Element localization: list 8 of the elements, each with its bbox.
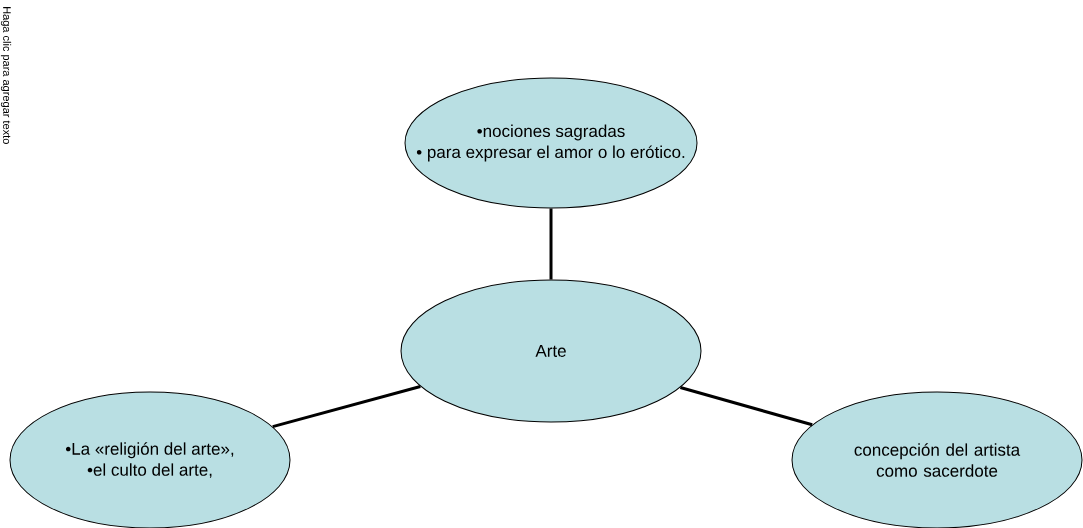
ellipse-node: Arte — [400, 279, 702, 423]
connector-line — [549, 208, 553, 280]
connector-line — [272, 385, 421, 429]
ellipse-node: concepción del artista como sacerdote — [791, 391, 1083, 528]
ellipse-node: •nociones sagradas • para expresar el amor o lo erótico. — [404, 77, 698, 209]
connector-line — [679, 386, 813, 427]
vertical-placeholder-text: Haga clic para agregar texto — [0, 7, 12, 144]
ellipse-node: •La «religión del arte», •el culto del arte, — [9, 391, 291, 528]
